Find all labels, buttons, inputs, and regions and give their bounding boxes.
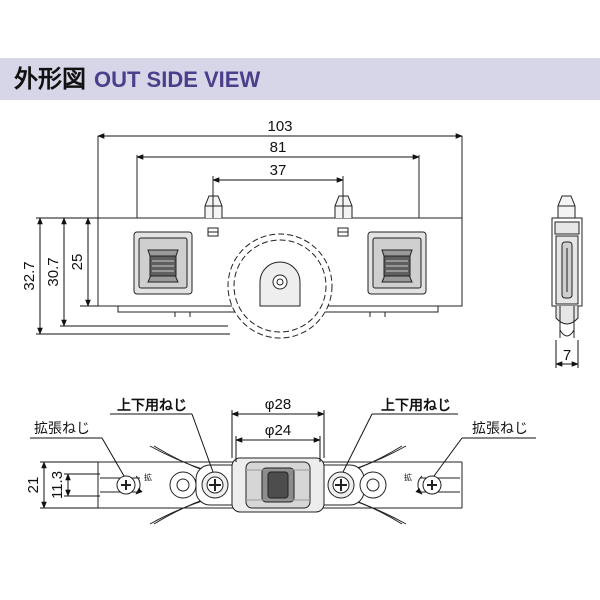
dim-side-thickness: 7 bbox=[563, 347, 571, 364]
dim-height-total: 32.7 bbox=[21, 261, 38, 290]
dim-wheel-inner: φ24 bbox=[265, 422, 291, 439]
label-expand-screw-right: 拡張ねじ bbox=[472, 421, 528, 437]
title-japanese: 外形図 bbox=[14, 65, 86, 93]
dim-height-mid: 30.7 bbox=[45, 257, 62, 286]
dim-width-mount: 81 bbox=[270, 139, 287, 156]
expand-mark-right: 拡 bbox=[404, 472, 412, 482]
dim-width-pins: 37 bbox=[270, 162, 287, 179]
label-adjust-screw-right: 上下用ねじ bbox=[381, 398, 451, 414]
header-bar: 外形図 OUT SIDE VIEW bbox=[0, 58, 600, 100]
front-view-dimensions bbox=[36, 133, 463, 335]
side-view bbox=[551, 195, 583, 338]
front-view bbox=[97, 136, 463, 339]
plan-view bbox=[97, 445, 463, 525]
dim-height-body: 25 bbox=[69, 254, 86, 271]
title-english: OUT SIDE VIEW bbox=[94, 67, 261, 92]
expand-mark-left: 拡 bbox=[144, 472, 152, 482]
plan-view-dimensions bbox=[30, 410, 536, 509]
label-adjust-screw-left: 上下用ねじ bbox=[117, 398, 187, 414]
dim-width-total: 103 bbox=[267, 118, 292, 135]
side-view-dimensions bbox=[555, 340, 579, 368]
dim-plan-height-total: 21 bbox=[25, 477, 42, 494]
label-expand-screw-left: 拡張ねじ bbox=[34, 421, 90, 437]
dim-wheel-outer: φ28 bbox=[265, 396, 291, 413]
dim-plan-height-inner: 11.3 bbox=[49, 471, 66, 499]
page-title: 外形図 OUT SIDE VIEW bbox=[14, 64, 260, 95]
